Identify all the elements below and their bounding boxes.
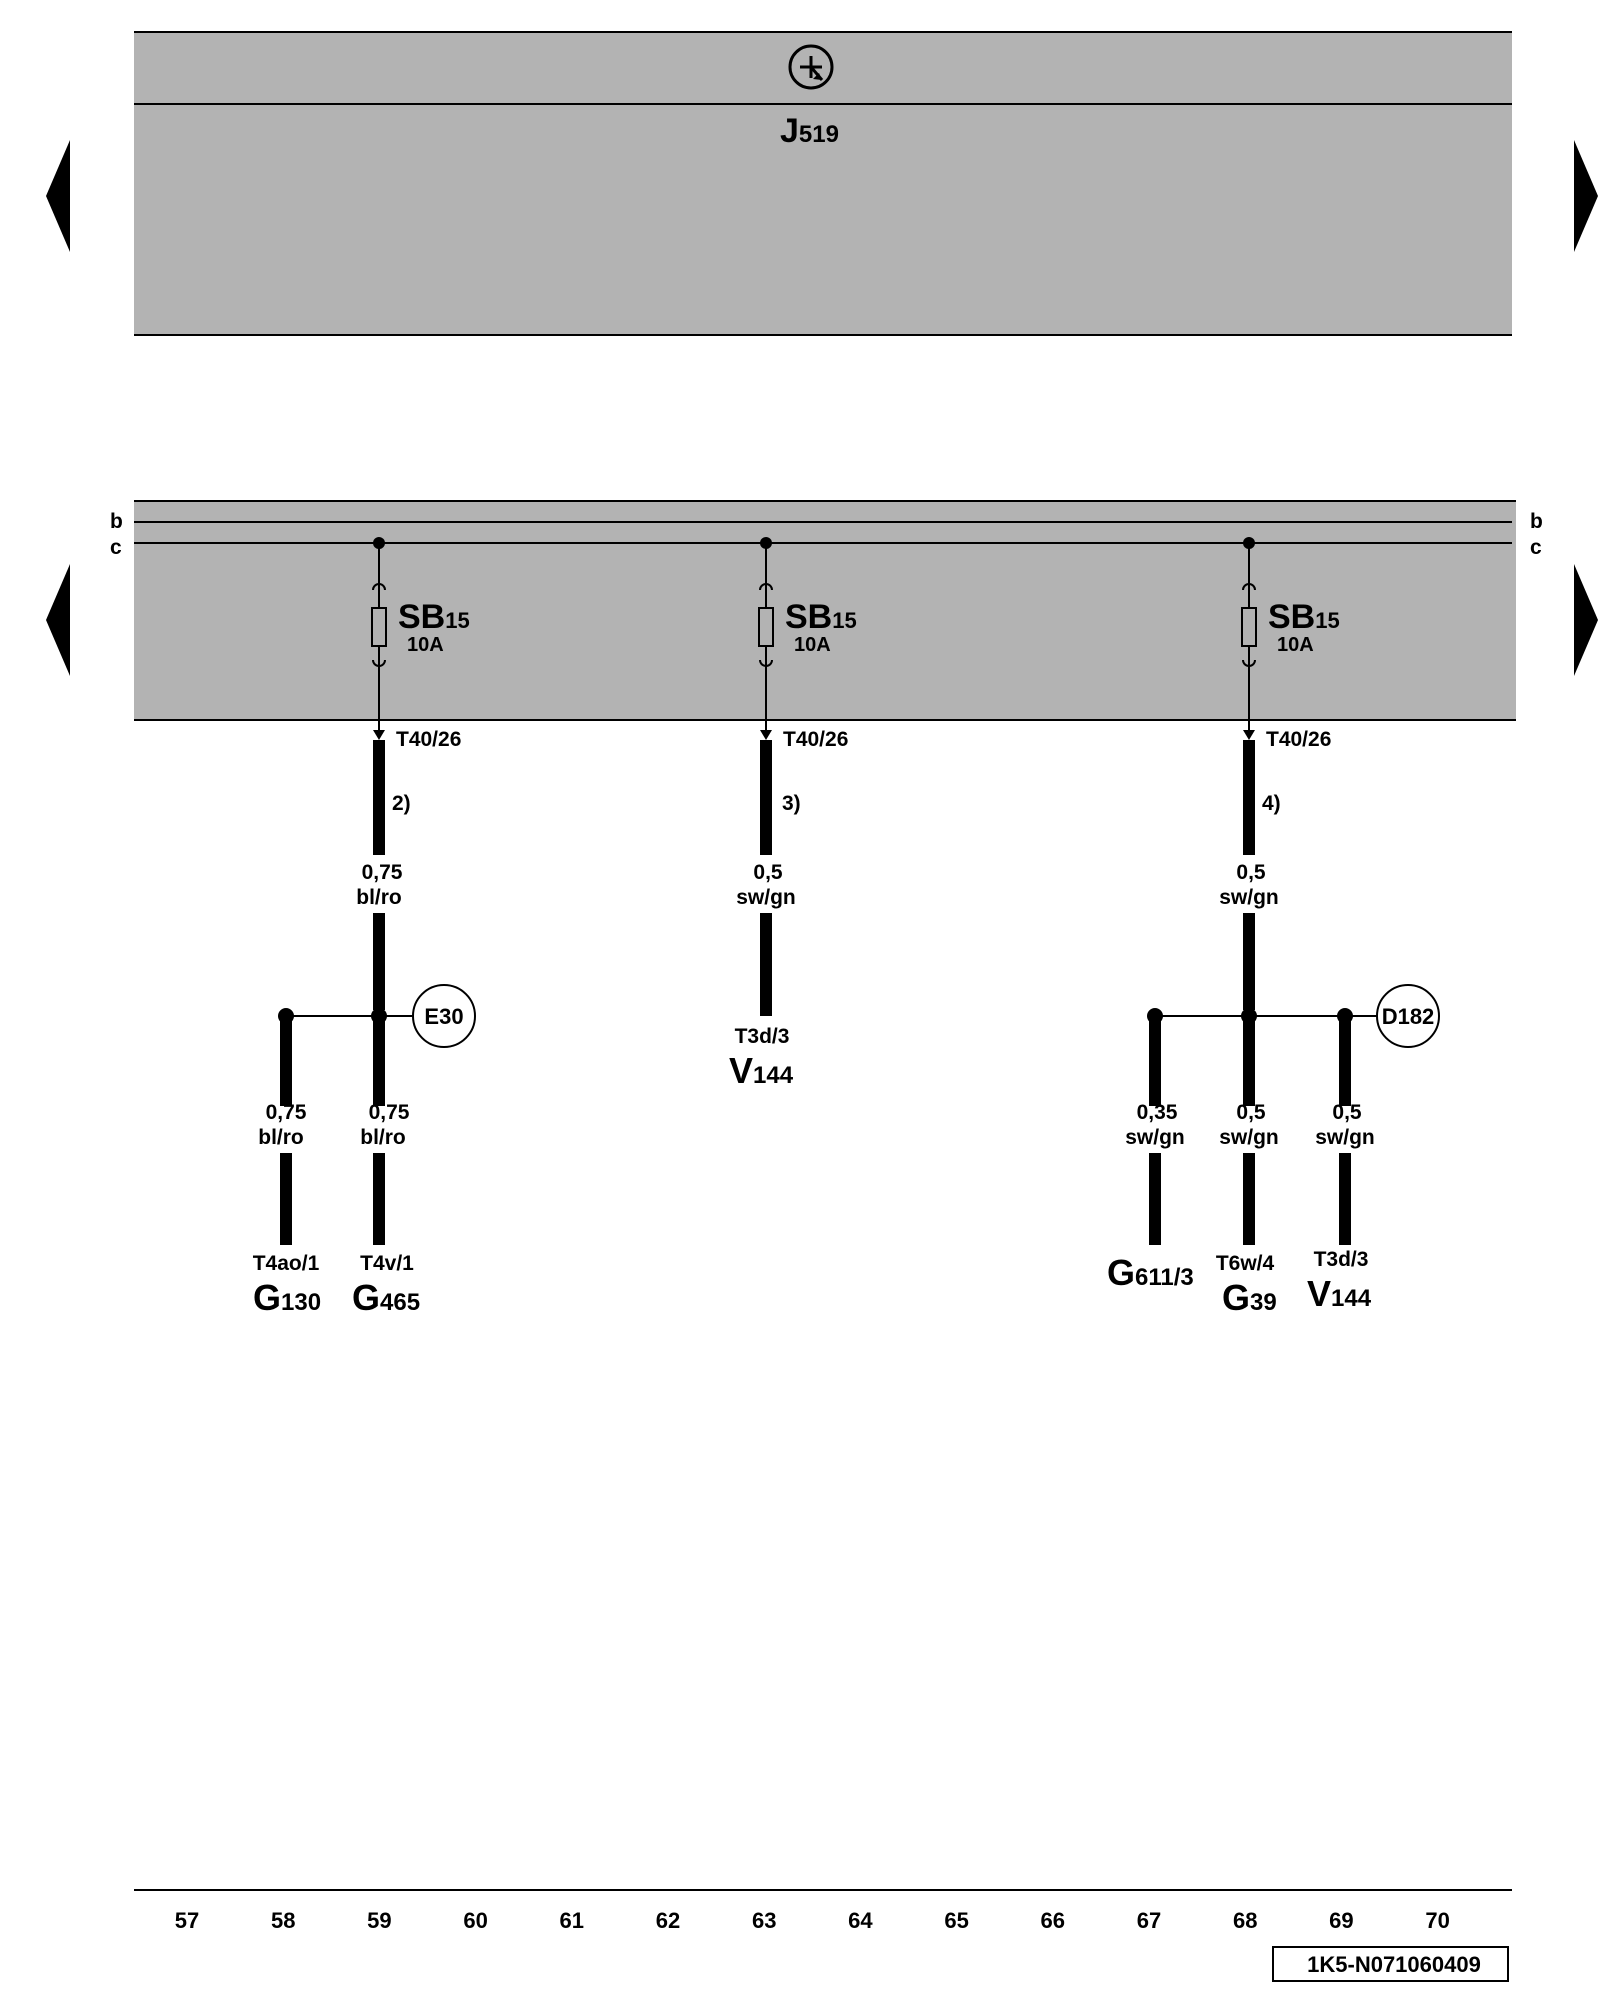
wire-color: sw/gn	[1219, 886, 1279, 909]
fuse-rating: 10A	[407, 634, 444, 656]
splice-circle	[1376, 984, 1440, 1048]
wire-size: 0,5	[1236, 1101, 1266, 1124]
wire-branch-3-bottom	[1339, 1153, 1351, 1245]
wire-branch-1-top	[1149, 1016, 1161, 1106]
bus-b-label-right: b	[1530, 510, 1543, 533]
fuse-rating: 10A	[794, 634, 831, 656]
wire-trunk-bottom	[1243, 913, 1255, 1010]
component-label: G39	[1222, 1277, 1277, 1318]
next-page-arrow-bottom[interactable]	[1574, 564, 1598, 676]
connector-label: T40/26	[396, 728, 461, 751]
wire-branch-2-top	[1243, 1016, 1255, 1106]
pin-label: T4ao/1	[253, 1252, 320, 1275]
transistor-icon	[788, 44, 834, 90]
module-name: J519	[780, 112, 839, 150]
footnote: 4)	[1262, 792, 1281, 815]
connector-label: T40/26	[1266, 728, 1331, 751]
wire-size: 0,5	[753, 861, 783, 884]
fuse-label: SB15	[1268, 598, 1340, 636]
grid-number: 70	[1425, 1908, 1449, 1933]
bus-b-label-left: b	[110, 510, 123, 533]
connector-label: T40/26	[783, 728, 848, 751]
fuse-label: SB15	[785, 598, 857, 636]
grid-number: 63	[752, 1908, 776, 1933]
fuse-symbol	[1241, 607, 1257, 647]
grid-number: 64	[848, 1908, 873, 1933]
diagram-id-box	[1272, 1946, 1509, 1982]
pin-label: T6w/4	[1216, 1252, 1275, 1275]
splice-label: D182	[1382, 1004, 1435, 1029]
wire-trunk-bottom	[760, 913, 772, 1016]
bus-c-label-left: c	[110, 536, 122, 559]
component-label: V144	[729, 1050, 794, 1091]
wire-color: bl/ro	[258, 1126, 304, 1149]
fuse-symbol	[758, 607, 774, 647]
wire-trunk-bottom	[373, 913, 385, 1010]
grid-number: 57	[175, 1908, 199, 1933]
wire-branch-1-bottom	[280, 1153, 292, 1245]
bus-c-label-right: c	[1530, 536, 1542, 559]
grid-number-row: 57 58 59 60 61 62 63 64 65 66 67 68 69 70	[175, 1908, 1450, 1933]
grid-number: 69	[1329, 1908, 1353, 1933]
wire-branch-1-top	[280, 1016, 292, 1106]
grid-number: 61	[560, 1908, 584, 1933]
grid-number: 66	[1041, 1908, 1065, 1933]
wire-size: 0,75	[362, 861, 403, 884]
wire-size: 0,5	[1236, 861, 1266, 884]
component-label: V144	[1307, 1273, 1372, 1314]
next-page-arrow-top[interactable]	[1574, 140, 1598, 252]
wire-branch-2-bottom	[373, 1153, 385, 1245]
module-j519-box	[134, 32, 1512, 335]
prev-page-arrow-bottom[interactable]	[46, 564, 70, 676]
prev-page-arrow-top[interactable]	[46, 140, 70, 252]
wire-size: 0,35	[1137, 1101, 1178, 1124]
wire-size: 0,75	[266, 1101, 307, 1124]
pin-label: T3d/3	[1314, 1248, 1369, 1271]
pin-label: T3d/3	[735, 1025, 790, 1048]
circuit-column-3: SB15 10A T40/26 4) 0,5 sw/gn D182 0,35 s…	[1107, 537, 1440, 1318]
circuit-column-2: SB15 10A T40/26 3) 0,5 sw/gn T3d/3 V144	[729, 537, 857, 1091]
splice-circle	[412, 984, 476, 1048]
wire-branch-2-bottom	[1243, 1153, 1255, 1245]
grid-number: 60	[463, 1908, 487, 1933]
wire-trunk-top	[1243, 740, 1255, 855]
footnote: 3)	[782, 792, 801, 815]
grid-number: 67	[1137, 1908, 1161, 1933]
wire-branch-3-top	[1339, 1016, 1351, 1106]
pin-label: T4v/1	[360, 1252, 414, 1275]
fuse-label: SB15	[398, 598, 470, 636]
wire-color: bl/ro	[360, 1126, 406, 1149]
component-label: G130	[253, 1277, 321, 1318]
fuse-box	[134, 501, 1516, 720]
footnote: 2)	[392, 792, 411, 815]
grid-number: 59	[367, 1908, 391, 1933]
wire-color: sw/gn	[1125, 1126, 1185, 1149]
component-label: G465	[352, 1277, 420, 1318]
grid-number: 62	[656, 1908, 680, 1933]
grid-number: 68	[1233, 1908, 1257, 1933]
wire-trunk-top	[373, 740, 385, 855]
fuse-rating: 10A	[1277, 634, 1314, 656]
wire-color: sw/gn	[736, 886, 796, 909]
wire-trunk-top	[760, 740, 772, 855]
circuit-column-1: SB15 10A T40/26 2) 0,75 bl/ro E30 0,75 b…	[253, 537, 476, 1318]
grid-number: 58	[271, 1908, 295, 1933]
wire-color: sw/gn	[1219, 1126, 1279, 1149]
fuse-symbol	[371, 607, 387, 647]
grid-number: 65	[944, 1908, 968, 1933]
diagram-id: 1K5-N071060409	[1307, 1952, 1481, 1977]
splice-label: E30	[424, 1004, 463, 1029]
wire-color: sw/gn	[1315, 1126, 1375, 1149]
wire-size: 0,5	[1332, 1101, 1362, 1124]
wire-branch-1-bottom	[1149, 1153, 1161, 1245]
component-label: G611/3	[1107, 1252, 1194, 1293]
wire-color: bl/ro	[356, 886, 402, 909]
wire-size: 0,75	[369, 1101, 410, 1124]
wire-branch-2-top	[373, 1016, 385, 1106]
